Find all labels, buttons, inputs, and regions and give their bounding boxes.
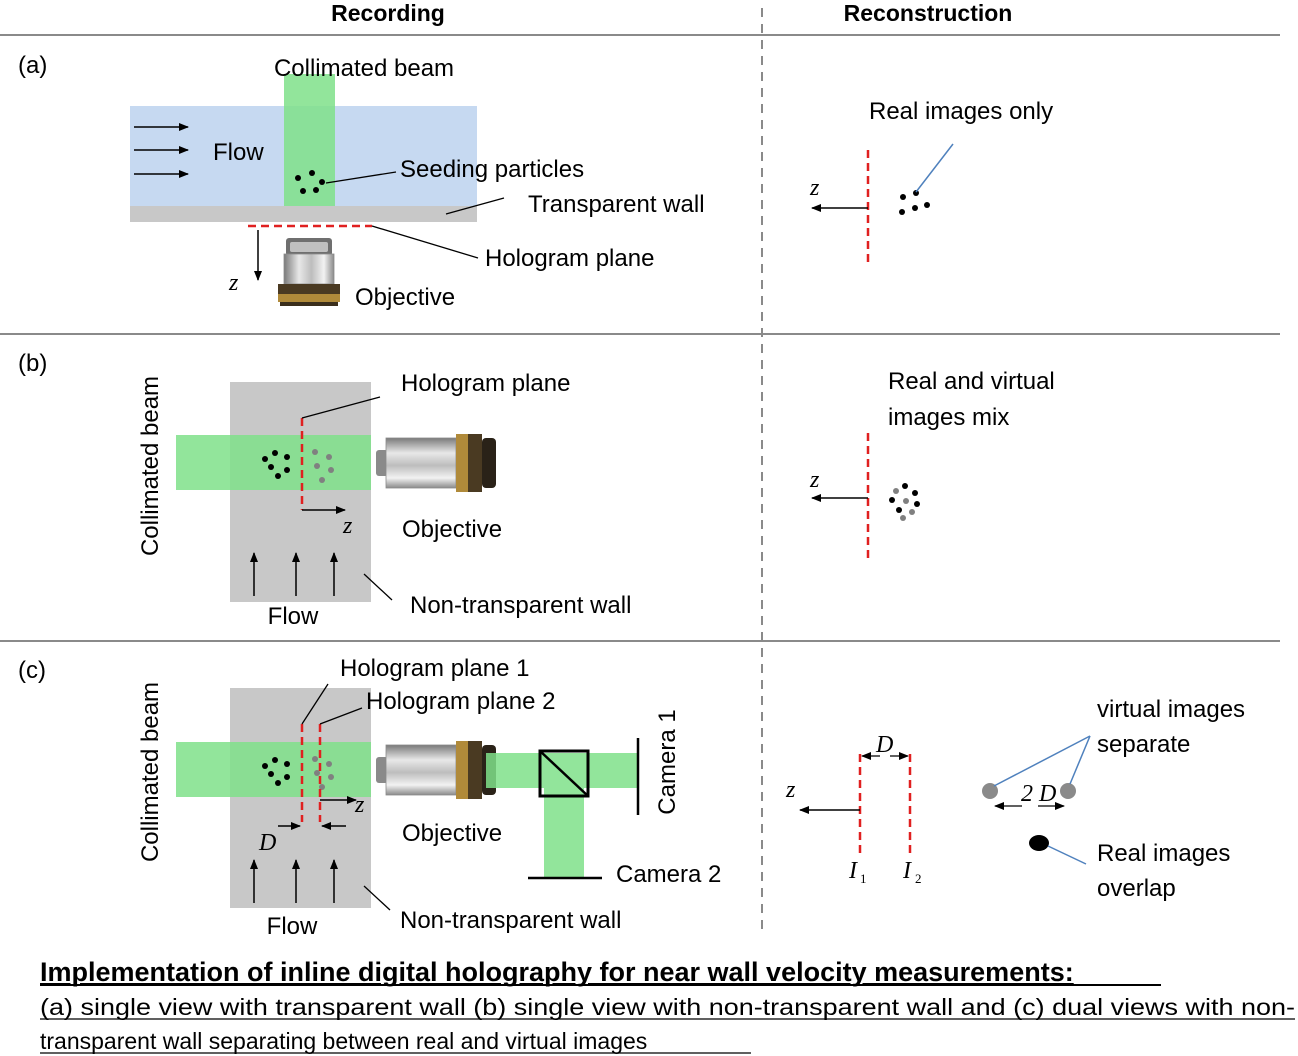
recon-c-i2-subscript: 2 [915, 871, 922, 886]
caption: Implementation of inline digital hologra… [40, 957, 1295, 1054]
recon-a-particles [899, 190, 930, 215]
panel-a: (a) Collimated beam Flow Seeding particl… [18, 52, 1053, 311]
real-images-label-2: overlap [1097, 875, 1176, 902]
header-recording: Recording [331, 0, 445, 26]
recon-c-i1-label: I [848, 858, 858, 884]
flow-label: Flow [267, 913, 318, 940]
flow-label: Flow [268, 603, 319, 630]
flow-label: Flow [213, 139, 264, 166]
collimated-beam [284, 74, 335, 206]
beam-to-camera-2 [544, 788, 584, 878]
objective-label: Objective [355, 284, 455, 311]
virtual-images-label-1: virtual images [1097, 696, 1245, 723]
virtual-image-right [1060, 783, 1076, 799]
d-label: D [258, 830, 276, 856]
z-axis-label: z [342, 513, 353, 539]
recon-b-mixed-particles [889, 483, 920, 521]
virtual-images-label-2: separate [1097, 731, 1190, 758]
panel-a-tag: (a) [18, 52, 47, 79]
panel-b-tag: (b) [18, 350, 47, 377]
non-transparent-wall [230, 688, 371, 908]
leader-line [363, 885, 391, 911]
recon-c-i2-label: I [902, 858, 912, 884]
leader-line [301, 683, 329, 725]
two-d-label: 2 D [1021, 781, 1056, 807]
header-reconstruction: Reconstruction [844, 0, 1013, 26]
seeding-particles-label: Seeding particles [400, 156, 584, 183]
caption-line-1: (a) single view with transparent wall (b… [40, 994, 1295, 1020]
collimated-beam-label: Collimated beam [137, 376, 164, 556]
recon-b-label-2: images mix [888, 404, 1009, 431]
leader-line [371, 225, 479, 259]
seeding-particles [295, 170, 325, 194]
caption-line-2: transparent wall separating between real… [40, 1028, 647, 1054]
real-particles [262, 450, 290, 479]
collimated-beam-label: Collimated beam [274, 55, 454, 82]
transparent-wall-label: Transparent wall [528, 191, 705, 218]
virtual-particles [312, 756, 334, 790]
hologram-plane-1-label: Hologram plane 1 [340, 655, 529, 682]
recon-c-d-label: D [875, 732, 893, 758]
z-axis-label: z [228, 270, 239, 296]
recon-a-z-label: z [809, 175, 820, 201]
real-images-label-1: Real images [1097, 840, 1230, 867]
objective-icon [376, 434, 496, 492]
wall-label: Non-transparent wall [400, 907, 621, 934]
objective-icon [278, 238, 340, 306]
transparent-wall [130, 206, 477, 222]
recon-b-label-1: Real and virtual [888, 368, 1055, 395]
collimated-beam-label: Collimated beam [137, 682, 164, 862]
hologram-plane-label: Hologram plane [401, 370, 570, 397]
recon-c-z-label: z [785, 777, 796, 803]
non-transparent-wall [230, 382, 371, 602]
panel-c: (c) Collimated beam Hologram plane 1 Hol… [18, 655, 1245, 940]
camera-2-label: Camera 2 [616, 861, 721, 888]
leader-line [363, 573, 393, 601]
leader-line-virtual [993, 735, 1091, 787]
real-particles [262, 757, 290, 786]
recon-c-i1-subscript: 1 [860, 871, 867, 886]
virtual-image-left [982, 783, 998, 799]
hologram-plane-label: Hologram plane [485, 245, 654, 272]
panel-b: (b) Collimated beam Hologram plane z [18, 350, 1055, 630]
recon-a-label: Real images only [869, 98, 1053, 125]
panel-c-tag: (c) [18, 657, 46, 684]
hologram-plane-2-label: Hologram plane 2 [366, 688, 555, 715]
leader-line [325, 171, 397, 184]
real-images-overlap [1029, 835, 1049, 851]
leader-line [445, 197, 505, 215]
virtual-particles [312, 449, 334, 483]
recon-a-leader-line [915, 143, 954, 193]
objective-label: Objective [402, 516, 502, 543]
leader-line [301, 396, 381, 419]
beam-splitter-diagonal [539, 750, 589, 797]
wall-label: Non-transparent wall [410, 592, 631, 619]
objective-label: Objective [402, 820, 502, 847]
recon-b-z-label: z [809, 467, 820, 493]
objective-icon [376, 741, 496, 799]
collimated-beam [176, 435, 371, 490]
beam-splitter [538, 749, 590, 798]
collimated-beam [176, 742, 371, 797]
camera-1-label: Camera 1 [654, 709, 681, 814]
leader-line-virtual [1069, 735, 1091, 785]
leader-line-real [1047, 845, 1087, 865]
z-axis-label: z [354, 792, 365, 818]
caption-title: Implementation of inline digital hologra… [40, 957, 1074, 987]
leader-line [319, 707, 363, 725]
